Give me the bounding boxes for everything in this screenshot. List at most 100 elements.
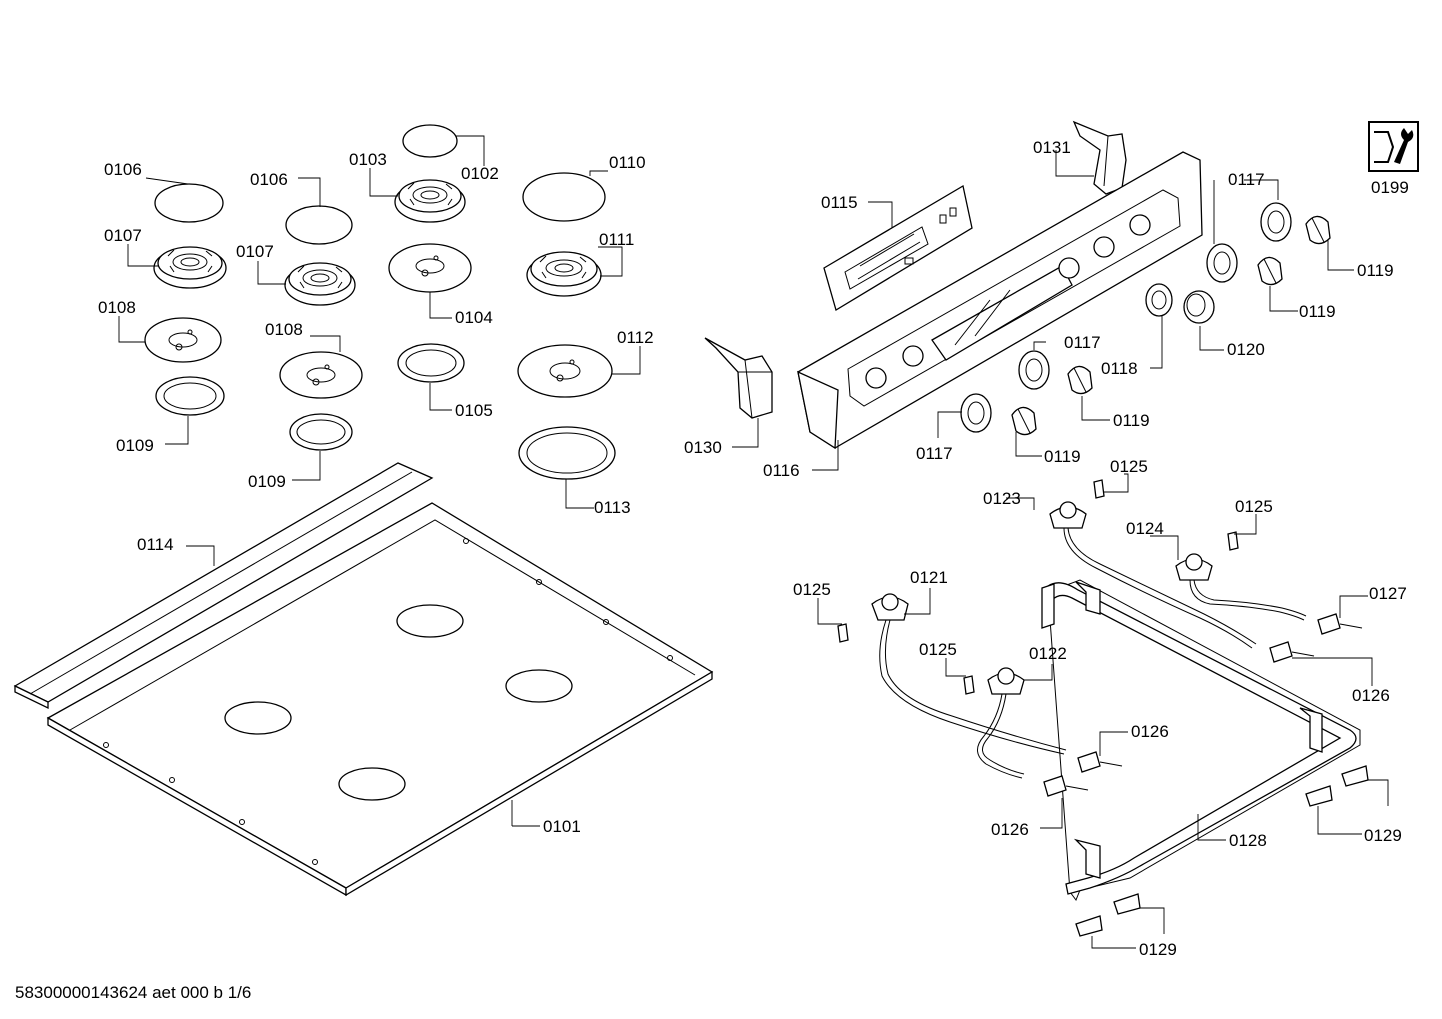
mounting-clip-b (1305, 785, 1333, 807)
label-0107a: 0107 (104, 226, 142, 245)
label-0125a: 0125 (1110, 457, 1148, 476)
burner-cap-large (522, 172, 606, 222)
nozzle-fitting-b (1269, 641, 1315, 663)
cooktop-trim-strip (13, 462, 434, 710)
label-0104: 0104 (455, 308, 493, 327)
burner-base-large (517, 344, 613, 398)
label-0119c: 0119 (1113, 411, 1150, 430)
mounting-clip-a (1341, 765, 1369, 787)
burner-head-small (153, 246, 227, 289)
label-0117c: 0117 (916, 444, 953, 463)
burner-head-medium (284, 262, 356, 306)
label-0113: 0113 (594, 498, 631, 517)
label-0131: 0131 (1033, 138, 1071, 157)
label-0109a: 0109 (116, 436, 154, 455)
label-0111: 0111 (599, 230, 634, 249)
label-0106a: 0106 (104, 160, 142, 179)
label-0120: 0120 (1227, 340, 1265, 359)
label-0126c: 0126 (991, 820, 1029, 839)
label-0125d: 0125 (919, 640, 957, 659)
knob-bezel-1 (1018, 350, 1050, 390)
label-0116: 0116 (763, 461, 800, 480)
label-0117a: 0117 (1228, 170, 1265, 189)
ignition-clip-d (1227, 531, 1239, 551)
burner-head-top (394, 179, 466, 223)
label-0124: 0124 (1126, 519, 1164, 538)
burner-base-top (388, 243, 472, 293)
label-0103: 0103 (349, 150, 387, 169)
nozzle-fitting-c (1077, 751, 1123, 773)
burner-ring-large (518, 426, 616, 480)
ignition-clip-a (837, 623, 849, 643)
label-0101: 0101 (543, 817, 581, 836)
label-0126b: 0126 (1131, 722, 1169, 741)
wrench-tool-icon (1368, 121, 1419, 172)
label-0112: 0112 (617, 328, 654, 347)
label-0128: 0128 (1229, 831, 1267, 850)
label-0125c: 0125 (793, 580, 831, 599)
label-0125b: 0125 (1235, 497, 1273, 516)
label-0107b: 0107 (236, 242, 274, 261)
burner-head-large (526, 251, 602, 297)
part-labels: 0106 0107 0108 0109 0106 0107 0108 0109 … (98, 138, 1409, 959)
ignition-clip-b (963, 675, 975, 695)
gas-valve-2 (977, 667, 1025, 779)
label-0119b: 0119 (1299, 302, 1336, 321)
leader-lines (118, 135, 1389, 949)
bracket-right (1072, 120, 1127, 195)
control-knob-2 (1011, 406, 1037, 436)
bracket-left (704, 337, 773, 419)
gas-valve-4 (1175, 553, 1307, 621)
selector-bezel (1145, 283, 1173, 317)
label-0122: 0122 (1029, 644, 1067, 663)
control-knob-3 (1257, 256, 1283, 286)
nozzle-fitting-a (1317, 613, 1363, 635)
burner-ring-medium (289, 413, 353, 451)
label-0121: 0121 (910, 568, 948, 587)
knob-bezel-2 (960, 393, 992, 433)
knob-bezel-4 (1260, 202, 1292, 242)
selector-knob (1183, 290, 1215, 324)
label-0110: 0110 (609, 153, 646, 172)
nozzle-fitting-d (1043, 775, 1089, 797)
control-board (823, 184, 973, 311)
burner-cap-top (402, 124, 458, 158)
label-0129a: 0129 (1364, 826, 1402, 845)
label-0115: 0115 (821, 193, 858, 212)
label-0119a: 0119 (1357, 261, 1394, 280)
label-0108a: 0108 (98, 298, 136, 317)
ignition-clip-c (1093, 479, 1105, 499)
burner-ring-top (397, 343, 465, 383)
label-0199: 0199 (1371, 178, 1409, 197)
label-0114: 0114 (137, 535, 174, 554)
burner-cap-small (154, 183, 224, 223)
label-0117b: 0117 (1064, 333, 1101, 352)
knob-bezel-3 (1206, 243, 1238, 283)
label-0106b: 0106 (250, 170, 288, 189)
label-0123: 0123 (983, 489, 1021, 508)
label-0130: 0130 (684, 438, 722, 457)
document-id: 58300000143624 aet 000 b 1/6 (15, 983, 251, 1002)
control-knob-4 (1305, 215, 1331, 245)
burner-base-plate (144, 317, 222, 363)
gas-manifold-pipe (1041, 579, 1361, 902)
mounting-clip-d (1075, 915, 1103, 937)
mounting-clip-c (1113, 893, 1141, 915)
burner-base-medium (279, 351, 363, 399)
label-0127: 0127 (1369, 584, 1407, 603)
label-0119d: 0119 (1044, 447, 1081, 466)
control-knob-1 (1067, 365, 1093, 395)
label-0105: 0105 (455, 401, 493, 420)
label-0108b: 0108 (265, 320, 303, 339)
burner-ring-seal (155, 376, 225, 416)
control-panel (797, 151, 1203, 450)
burner-cap-medium (285, 205, 353, 245)
label-0118: 0118 (1101, 359, 1138, 378)
label-0129b: 0129 (1139, 940, 1177, 959)
label-0126a: 0126 (1352, 686, 1390, 705)
label-0109b: 0109 (248, 472, 286, 491)
gas-valve-1 (871, 593, 1067, 755)
cooktop-panel (46, 502, 714, 897)
label-0102: 0102 (461, 164, 499, 183)
